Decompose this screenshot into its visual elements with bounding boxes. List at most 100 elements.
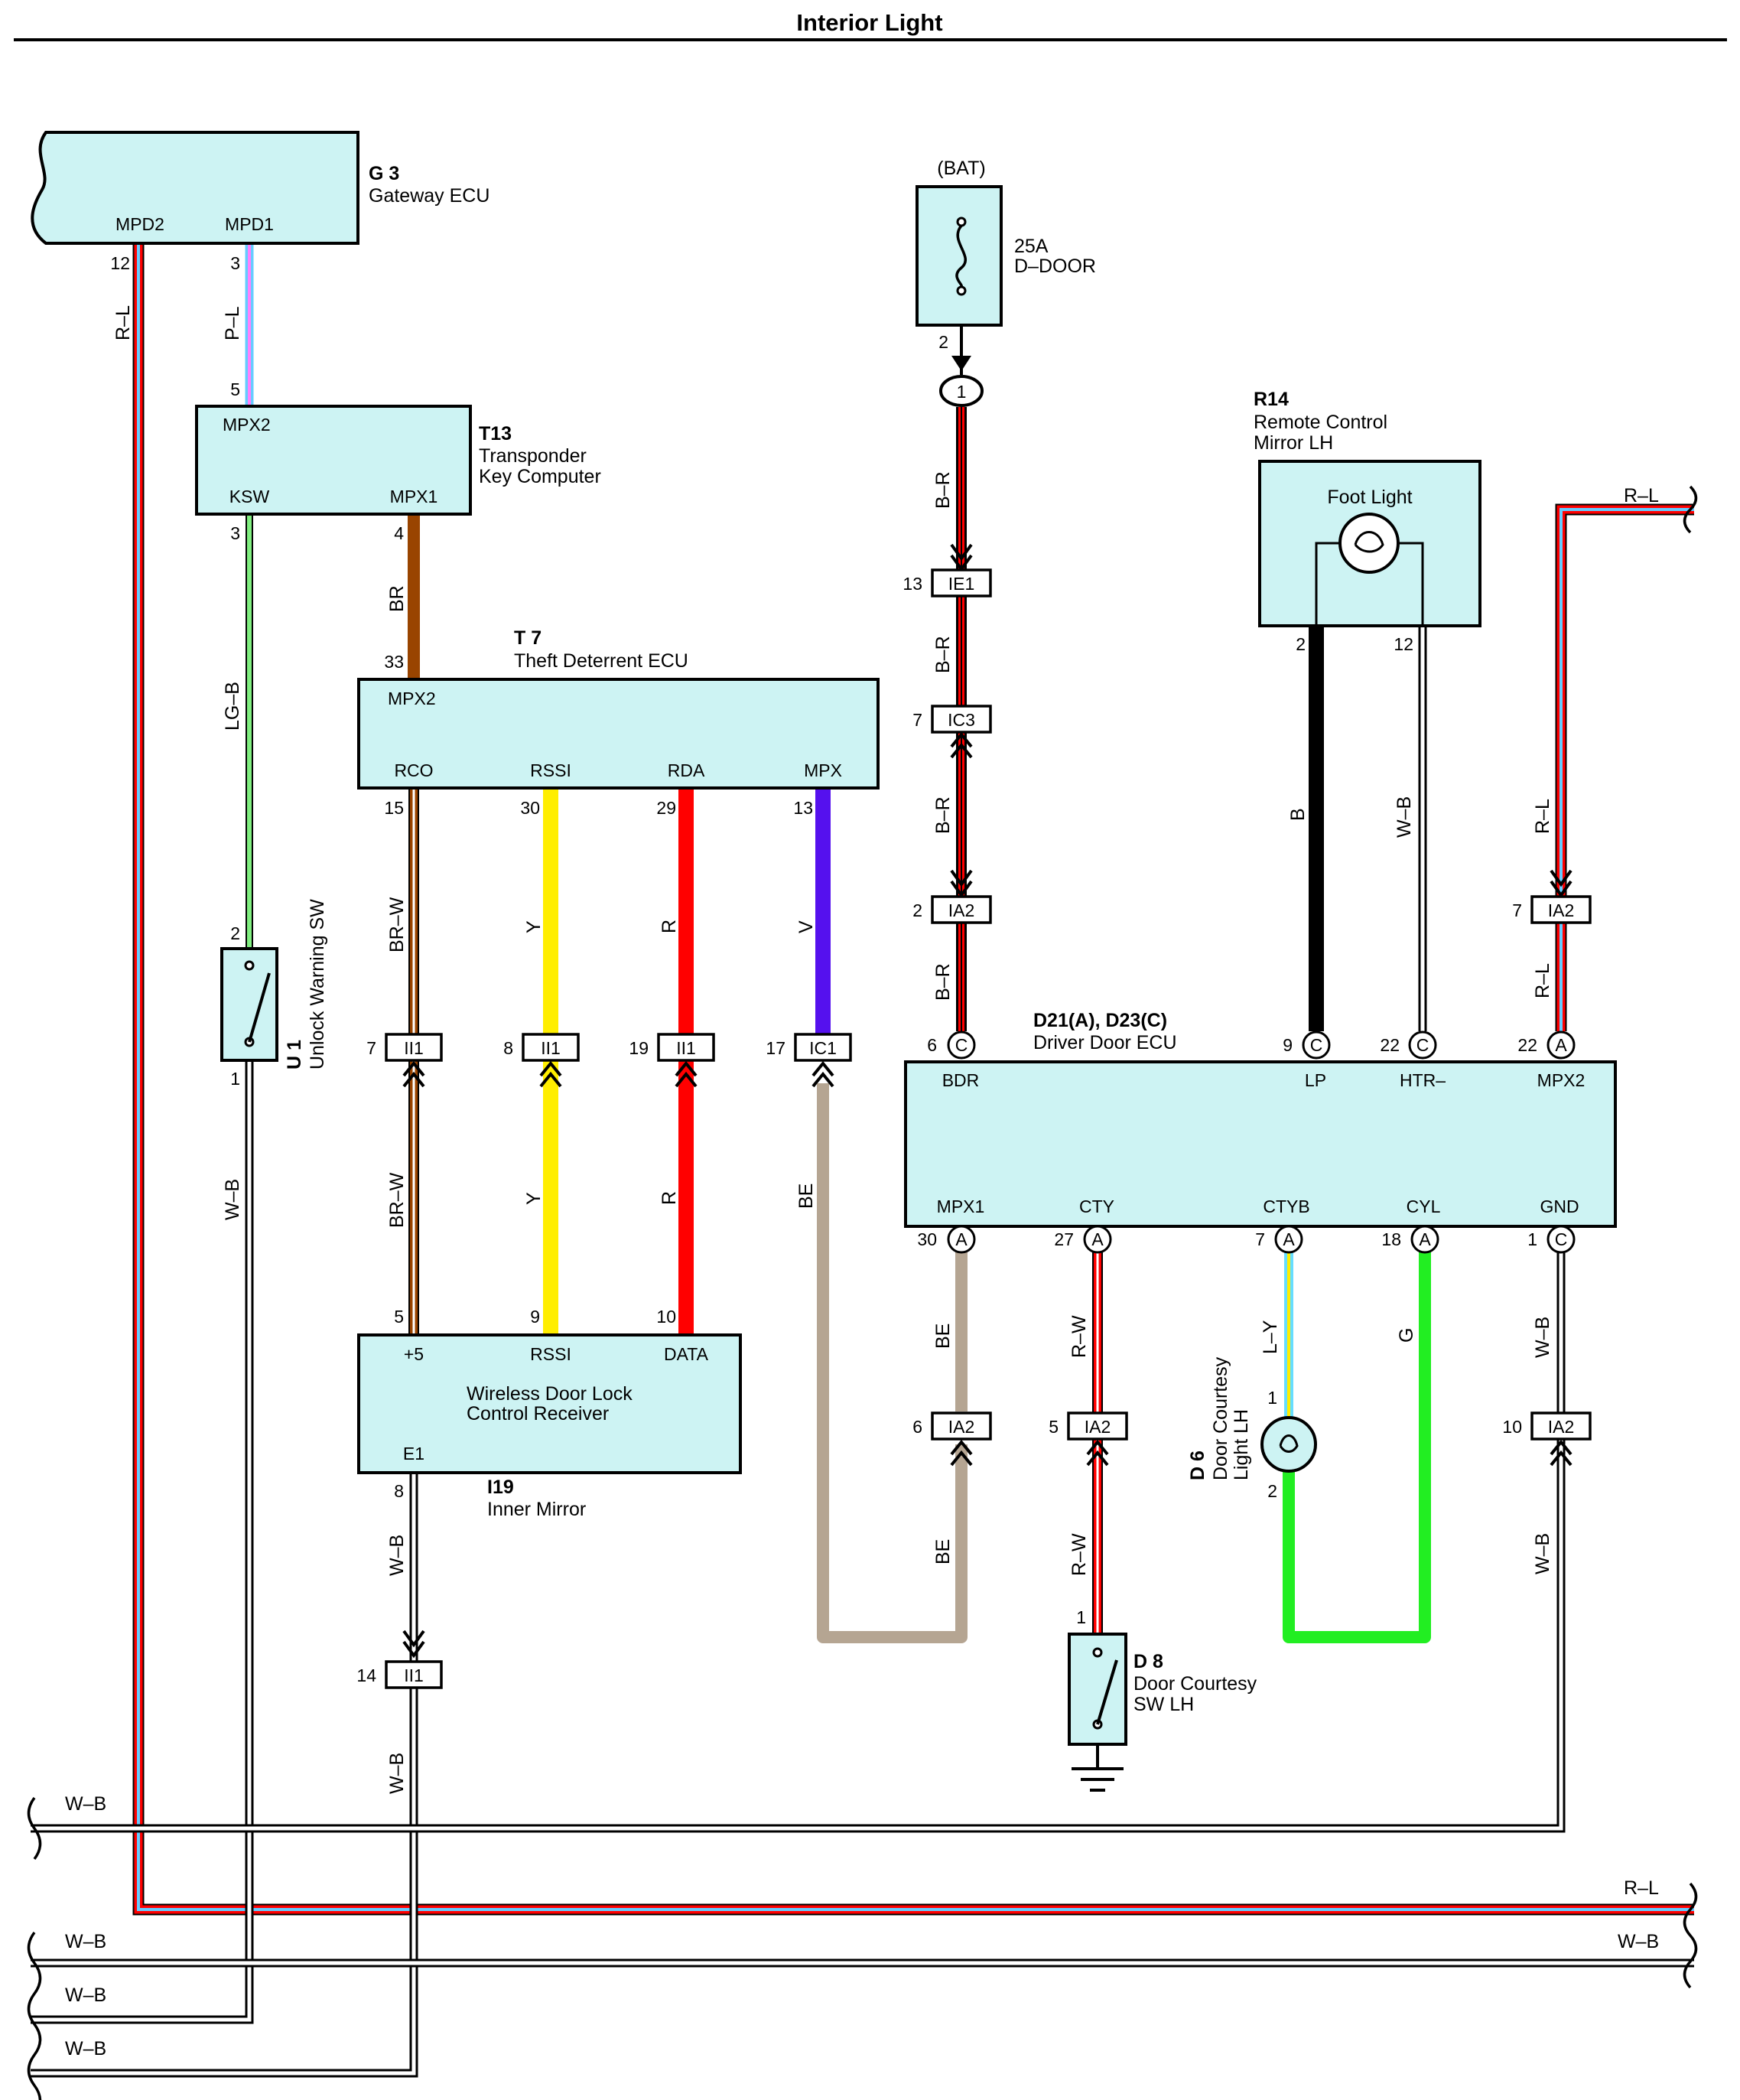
wire-rl-mpx2 xyxy=(1555,503,1694,1031)
ic1-mpx-pin: 17 xyxy=(766,1038,785,1058)
t7-name: Theft Deterrent ECU xyxy=(514,650,688,672)
connector-ia2-mpx2: IA2 7 xyxy=(1512,869,1592,924)
ia2-gnd-pin: 10 xyxy=(1502,1417,1522,1437)
i19-pin-num-5: 5 xyxy=(394,1307,404,1327)
bus-label-wb-2-right: W–B xyxy=(1618,1931,1659,1952)
t7-pin-mpx2: MPX2 xyxy=(388,689,436,708)
d21-pin-ctyb: CTYB xyxy=(1263,1197,1309,1216)
d6-id: D 6 xyxy=(1187,1450,1208,1480)
connector-ii1-rssi: II1 8 xyxy=(503,1033,580,1088)
wire-be-loop xyxy=(817,1083,968,1643)
u1-id: U 1 xyxy=(284,1040,305,1070)
inner-mirror-receiver: +5 RSSI DATA E1 Wireless Door Lock Contr… xyxy=(357,1307,742,1520)
ie1-pin: 13 xyxy=(903,574,922,594)
d21-num-bdr: 6 xyxy=(927,1035,937,1055)
ia2-bdr-pin: 2 xyxy=(912,900,922,920)
connector-ic1-mpx: IC1 17 xyxy=(766,1033,852,1088)
r14-pin-num-12: 12 xyxy=(1394,634,1413,654)
d21-conn-mpx2: A xyxy=(1555,1035,1567,1055)
wire-label-br-2: B–R xyxy=(932,636,954,673)
bus-break-marks xyxy=(27,485,1698,2100)
bus-label-wb-4: W–B xyxy=(65,2038,106,2059)
g3-pin-num-12: 12 xyxy=(110,253,130,273)
wire-label-br-3: B–R xyxy=(932,796,954,834)
d21-pin-lp: LP xyxy=(1305,1070,1326,1090)
t7-pin-num-29: 29 xyxy=(656,798,676,818)
ia2-mpx1-pin: 6 xyxy=(912,1417,922,1437)
ii1-e1-pin: 14 xyxy=(356,1665,376,1685)
bus-label-wb-2-left: W–B xyxy=(65,1931,106,1952)
t13-id: T13 xyxy=(479,423,512,444)
ic3-pin: 7 xyxy=(912,710,922,730)
wire-g xyxy=(1283,1252,1431,1643)
wire-label-r-bot: R xyxy=(659,1191,680,1205)
i19-pin-data: DATA xyxy=(664,1344,709,1364)
wire-label-lgb: LG–B xyxy=(222,682,243,731)
wire-label-rl-right-top: R–L xyxy=(1624,485,1659,506)
g3-id: G 3 xyxy=(369,163,399,184)
d21-pin-cty: CTY xyxy=(1079,1197,1114,1216)
d21-num-htr: 22 xyxy=(1380,1035,1400,1055)
ii1-rco-pin: 7 xyxy=(366,1038,376,1058)
d21-bottom-terminals: A 30 A 27 A 7 A 18 C 1 xyxy=(917,1225,1576,1254)
d21-pin-gnd: GND xyxy=(1540,1197,1579,1216)
wire-rl-g3 xyxy=(132,243,1694,1916)
ii1-rssi-label: II1 xyxy=(541,1038,561,1058)
t13-pin-num-5: 5 xyxy=(230,379,240,399)
r14-name-1: Remote Control xyxy=(1254,412,1387,433)
ia2-mpx1-label: IA2 xyxy=(948,1417,975,1437)
d21-num-ctyb: 7 xyxy=(1255,1229,1265,1249)
d21-id: D21(A), D23(C) xyxy=(1033,1010,1167,1031)
d8-pin-num-1: 1 xyxy=(1076,1607,1086,1627)
wire-label-rl-g3: R–L xyxy=(112,305,134,340)
t7-pin-rssi: RSSI xyxy=(530,760,571,780)
wire-wb-gnd xyxy=(31,1252,1566,1833)
ii1-e1-label: II1 xyxy=(404,1665,424,1685)
t7-id: T 7 xyxy=(514,627,542,649)
ic3-label: IC3 xyxy=(948,710,975,730)
wire-label-rl-mpx2-a: R–L xyxy=(1532,799,1553,834)
d21-conn-ctyb: A xyxy=(1283,1229,1295,1249)
wire-label-r-top: R xyxy=(659,920,680,933)
wire-label-br: BR xyxy=(386,585,408,612)
connector-ia2-gnd: IA2 10 xyxy=(1502,1411,1592,1467)
fuse-source: (BAT) xyxy=(937,158,985,179)
d6-pin-num-1: 1 xyxy=(1267,1388,1277,1408)
wire-label-rw-bot: R–W xyxy=(1068,1533,1090,1576)
wire-label-br-4: B–R xyxy=(932,963,954,1001)
wire-label-g: G xyxy=(1396,1328,1417,1343)
d21-conn-htr: C xyxy=(1416,1035,1429,1055)
fuse-pin-num: 2 xyxy=(938,332,948,352)
ii1-data-label: II1 xyxy=(676,1038,696,1058)
d21-pin-cyl: CYL xyxy=(1407,1197,1441,1216)
page-title: Interior Light xyxy=(796,9,942,36)
d8-name-1: Door Courtesy xyxy=(1133,1673,1257,1695)
door-courtesy-light: 1 2 D 6 Door Courtesy Light LH xyxy=(1187,1356,1317,1501)
i19-pin-5v: +5 xyxy=(404,1344,424,1364)
t13-pin-ksw: KSW xyxy=(229,487,270,506)
fuse-name: D–DOOR xyxy=(1014,256,1096,277)
d21-conn-cyl: A xyxy=(1419,1229,1431,1249)
wire-label-wb-gnd-top: W–B xyxy=(1532,1317,1553,1358)
connector-ii1-e1: II1 14 xyxy=(356,1630,443,1689)
wire-label-be-bot: BE xyxy=(932,1539,954,1564)
wire-label-be-mid: BE xyxy=(795,1183,817,1209)
wire-label-brw-top: BR–W xyxy=(386,897,408,952)
wire-label-br-1: B–R xyxy=(932,471,954,509)
connector-ia2-cty: IA2 5 xyxy=(1049,1411,1128,1467)
wire-label-wb-gnd-bot: W–B xyxy=(1532,1533,1553,1574)
u1-pin-num-2: 2 xyxy=(230,923,240,943)
fuse-junction: 1 xyxy=(957,382,967,402)
t7-pin-mpx: MPX xyxy=(804,760,842,780)
d21-num-cyl: 18 xyxy=(1381,1229,1401,1249)
d21-pin-mpx2: MPX2 xyxy=(1537,1070,1586,1090)
i19-id: I19 xyxy=(487,1477,514,1498)
connector-ia2-bdr: IA2 2 xyxy=(912,869,992,924)
d21-num-lp: 9 xyxy=(1283,1035,1293,1055)
i19-pin-num-8: 8 xyxy=(394,1481,404,1501)
i19-body-2: Control Receiver xyxy=(467,1403,609,1424)
ia2-gnd-label: IA2 xyxy=(1548,1417,1575,1437)
d21-conn-mpx1: A xyxy=(955,1229,968,1249)
ii1-rco-label: II1 xyxy=(404,1038,424,1058)
theft-deterrent-ecu: MPX2 RCO RSSI RDA MPX T 7 Theft Deterren… xyxy=(357,627,880,818)
